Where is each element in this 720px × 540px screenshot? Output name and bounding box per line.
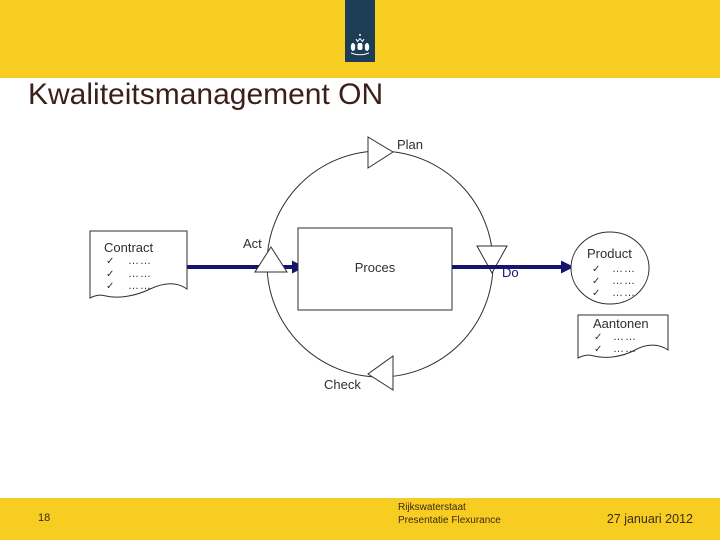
footer-organization: Rijkswaterstaat xyxy=(398,502,466,513)
proces-label: Proces xyxy=(355,260,396,275)
do-label: Do xyxy=(502,265,519,280)
footer-band: 18 Rijkswaterstaat Presentatie Flexuranc… xyxy=(0,498,720,540)
check-icon: ✓ xyxy=(106,269,114,280)
contract-item: …… xyxy=(128,280,152,292)
contract-title: Contract xyxy=(104,240,154,255)
plan-label: Plan xyxy=(397,137,423,152)
check-icon: ✓ xyxy=(106,256,114,267)
proces-to-product-arrow xyxy=(452,260,574,274)
aantonen-item: …… xyxy=(613,343,637,355)
contract-item: …… xyxy=(128,268,152,280)
contract-item: …… xyxy=(128,255,152,267)
check-icon: ✓ xyxy=(592,276,600,287)
aantonen-item: …… xyxy=(613,331,637,343)
act-label: Act xyxy=(243,236,262,251)
act-triangle-icon xyxy=(254,246,288,273)
check-icon: ✓ xyxy=(592,264,600,275)
check-icon: ✓ xyxy=(594,332,602,343)
product-item: …… xyxy=(612,287,636,299)
plan-triangle-icon xyxy=(367,136,394,169)
product-item: …… xyxy=(612,275,636,287)
check-icon: ✓ xyxy=(106,281,114,292)
footer-date: 27 januari 2012 xyxy=(606,512,693,526)
footer-presentation: Presentatie Flexurance xyxy=(398,515,501,526)
check-icon: ✓ xyxy=(594,344,602,355)
product-ellipse: Product ✓ …… ✓ …… ✓ …… xyxy=(570,231,650,305)
aantonen-document: Aantonen ✓ …… ✓ …… xyxy=(577,314,669,359)
product-title: Product xyxy=(587,246,632,261)
logo-banner xyxy=(345,0,375,62)
do-triangle-icon xyxy=(476,245,508,275)
page-number: 18 xyxy=(38,512,51,524)
aantonen-title: Aantonen xyxy=(593,316,649,331)
rijksoverheid-logo-icon xyxy=(350,34,370,56)
check-label: Check xyxy=(324,377,361,392)
check-triangle-icon xyxy=(367,355,394,391)
footer-center: Rijkswaterstaat Presentatie Flexurance xyxy=(398,501,501,527)
check-icon: ✓ xyxy=(592,288,600,299)
contract-document: Contract ✓ …… ✓ …… ✓ …… xyxy=(89,230,188,299)
product-item: …… xyxy=(612,263,636,275)
slide-title: Kwaliteitsmanagement ON xyxy=(28,78,384,111)
